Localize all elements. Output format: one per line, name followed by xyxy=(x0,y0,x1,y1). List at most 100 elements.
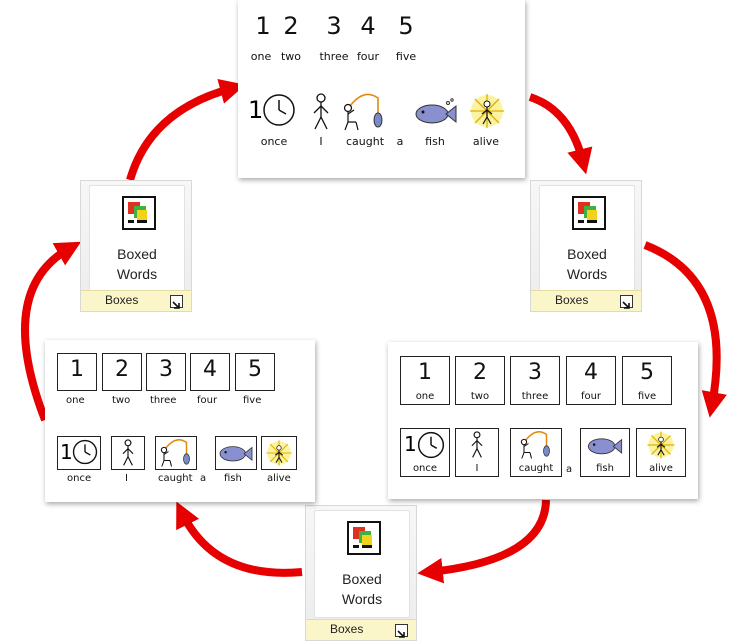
boxed-words-button[interactable]: Boxed Words xyxy=(89,185,185,293)
number: 2 xyxy=(115,357,129,382)
boxed-words-ribbon-left: Boxed Words Boxes xyxy=(80,180,192,312)
dialog-launcher-icon[interactable] xyxy=(395,624,408,638)
number-box: 5 five xyxy=(622,356,672,405)
once-prefix: 1 xyxy=(60,440,73,464)
number-box: 3 xyxy=(146,353,186,391)
button-label: Boxed xyxy=(567,246,607,262)
group-label: Boxes xyxy=(330,622,364,636)
button-label: Words xyxy=(566,266,608,282)
sentence-word: caught xyxy=(518,463,554,474)
boxed-words-icon xyxy=(572,196,606,230)
number-box: 2 two xyxy=(455,356,505,405)
number: 4 xyxy=(584,360,598,385)
number-word: one xyxy=(250,50,272,63)
unboxed-words-panel: 1 2 3 4 5 one two three four five 1 xyxy=(238,0,525,178)
number-word: two xyxy=(470,391,490,402)
number: 2 xyxy=(473,360,487,385)
person-icon xyxy=(471,431,483,458)
number: 5 xyxy=(640,360,654,385)
number-word: five xyxy=(395,50,417,63)
boxed-words-button[interactable]: Boxed Words xyxy=(539,185,635,293)
symbol-box xyxy=(111,436,145,470)
number-word: four xyxy=(356,50,380,63)
arrow-bottom-right xyxy=(417,499,550,584)
fishing-icon xyxy=(343,93,383,131)
sentence-word: I xyxy=(475,463,479,474)
sentence-word: alive xyxy=(472,135,500,148)
group-bar: Boxes xyxy=(306,619,416,640)
person-icon xyxy=(313,93,329,130)
number: 5 xyxy=(248,357,262,382)
clock-icon xyxy=(263,94,295,126)
number-box: 3 three xyxy=(510,356,560,405)
fish-icon xyxy=(415,98,457,124)
number-word: four xyxy=(580,391,602,402)
number: 4 xyxy=(360,12,376,40)
number-box: 2 xyxy=(102,353,142,391)
sentence-word: I xyxy=(319,135,323,148)
fish-icon xyxy=(219,446,253,462)
sentence-word: I xyxy=(125,473,128,484)
symbol-box: 1 once xyxy=(400,428,450,477)
number-box: 5 xyxy=(235,353,275,391)
arrow-top-left xyxy=(126,78,246,182)
number: 3 xyxy=(528,360,542,385)
boxed-words-button[interactable]: Boxed Words xyxy=(314,510,410,618)
sentence-word: a xyxy=(566,464,573,475)
number-box: 1 one xyxy=(400,356,450,405)
symbol-box: 1 xyxy=(57,436,101,470)
sentence-word: a xyxy=(200,473,207,484)
once-prefix: 1 xyxy=(248,96,264,124)
button-label: Words xyxy=(116,266,158,282)
number-word: five xyxy=(637,391,657,402)
number: 1 xyxy=(70,357,84,382)
sentence-word: alive xyxy=(267,473,291,484)
symbol-box xyxy=(215,436,257,470)
number: 1 xyxy=(418,360,432,385)
boxed-words-ribbon-right: Boxed Words Boxes xyxy=(530,180,642,312)
number-word: three xyxy=(319,50,349,63)
group-label: Boxes xyxy=(555,293,589,307)
number-word: five xyxy=(243,395,262,406)
number-word: two xyxy=(280,50,302,63)
sentence-word: once xyxy=(260,135,288,148)
boxed-words-icon xyxy=(122,196,156,230)
boxed-words-panel-left: 1 2 3 4 5 one two three four five 1 xyxy=(45,340,315,502)
group-bar: Boxes xyxy=(531,290,641,311)
number: 3 xyxy=(326,12,342,40)
fish-icon xyxy=(587,438,623,455)
boxed-words-panel-right: 1 one 2 two 3 three 4 four 5 five 1 once… xyxy=(388,342,698,499)
group-label: Boxes xyxy=(105,293,139,307)
symbol-box: I xyxy=(455,428,499,477)
boxed-words-ribbon-bottom: Boxed Words Boxes xyxy=(305,505,417,641)
sentence-word: alive xyxy=(649,463,673,474)
person-icon xyxy=(122,439,134,466)
number-word: two xyxy=(112,395,131,406)
button-label: Words xyxy=(341,591,383,607)
sentence-word: a xyxy=(396,135,404,148)
sentence-word: once xyxy=(67,473,92,484)
symbol-box xyxy=(155,436,197,470)
number-word: three xyxy=(150,395,177,406)
sentence-word: fish xyxy=(425,135,445,148)
arrow-bottom-left xyxy=(176,501,303,577)
symbol-box: caught xyxy=(510,428,562,477)
number: 2 xyxy=(283,12,299,40)
alive-icon xyxy=(266,440,292,466)
number-box: 4 four xyxy=(566,356,616,405)
number: 3 xyxy=(159,357,173,382)
group-bar: Boxes xyxy=(81,290,191,311)
button-label: Boxed xyxy=(342,571,382,587)
dialog-launcher-icon[interactable] xyxy=(170,295,183,309)
fishing-icon xyxy=(520,431,550,459)
dialog-launcher-icon[interactable] xyxy=(620,295,633,309)
number-word: four xyxy=(197,395,218,406)
sentence-word: fish xyxy=(224,473,242,484)
clock-icon xyxy=(417,431,445,459)
number: 1 xyxy=(255,12,271,40)
boxed-words-icon xyxy=(347,521,381,555)
number-word: one xyxy=(66,395,85,406)
number-word: three xyxy=(521,391,549,402)
sentence-word: fish xyxy=(596,463,614,474)
arrow-top-right xyxy=(528,93,593,175)
